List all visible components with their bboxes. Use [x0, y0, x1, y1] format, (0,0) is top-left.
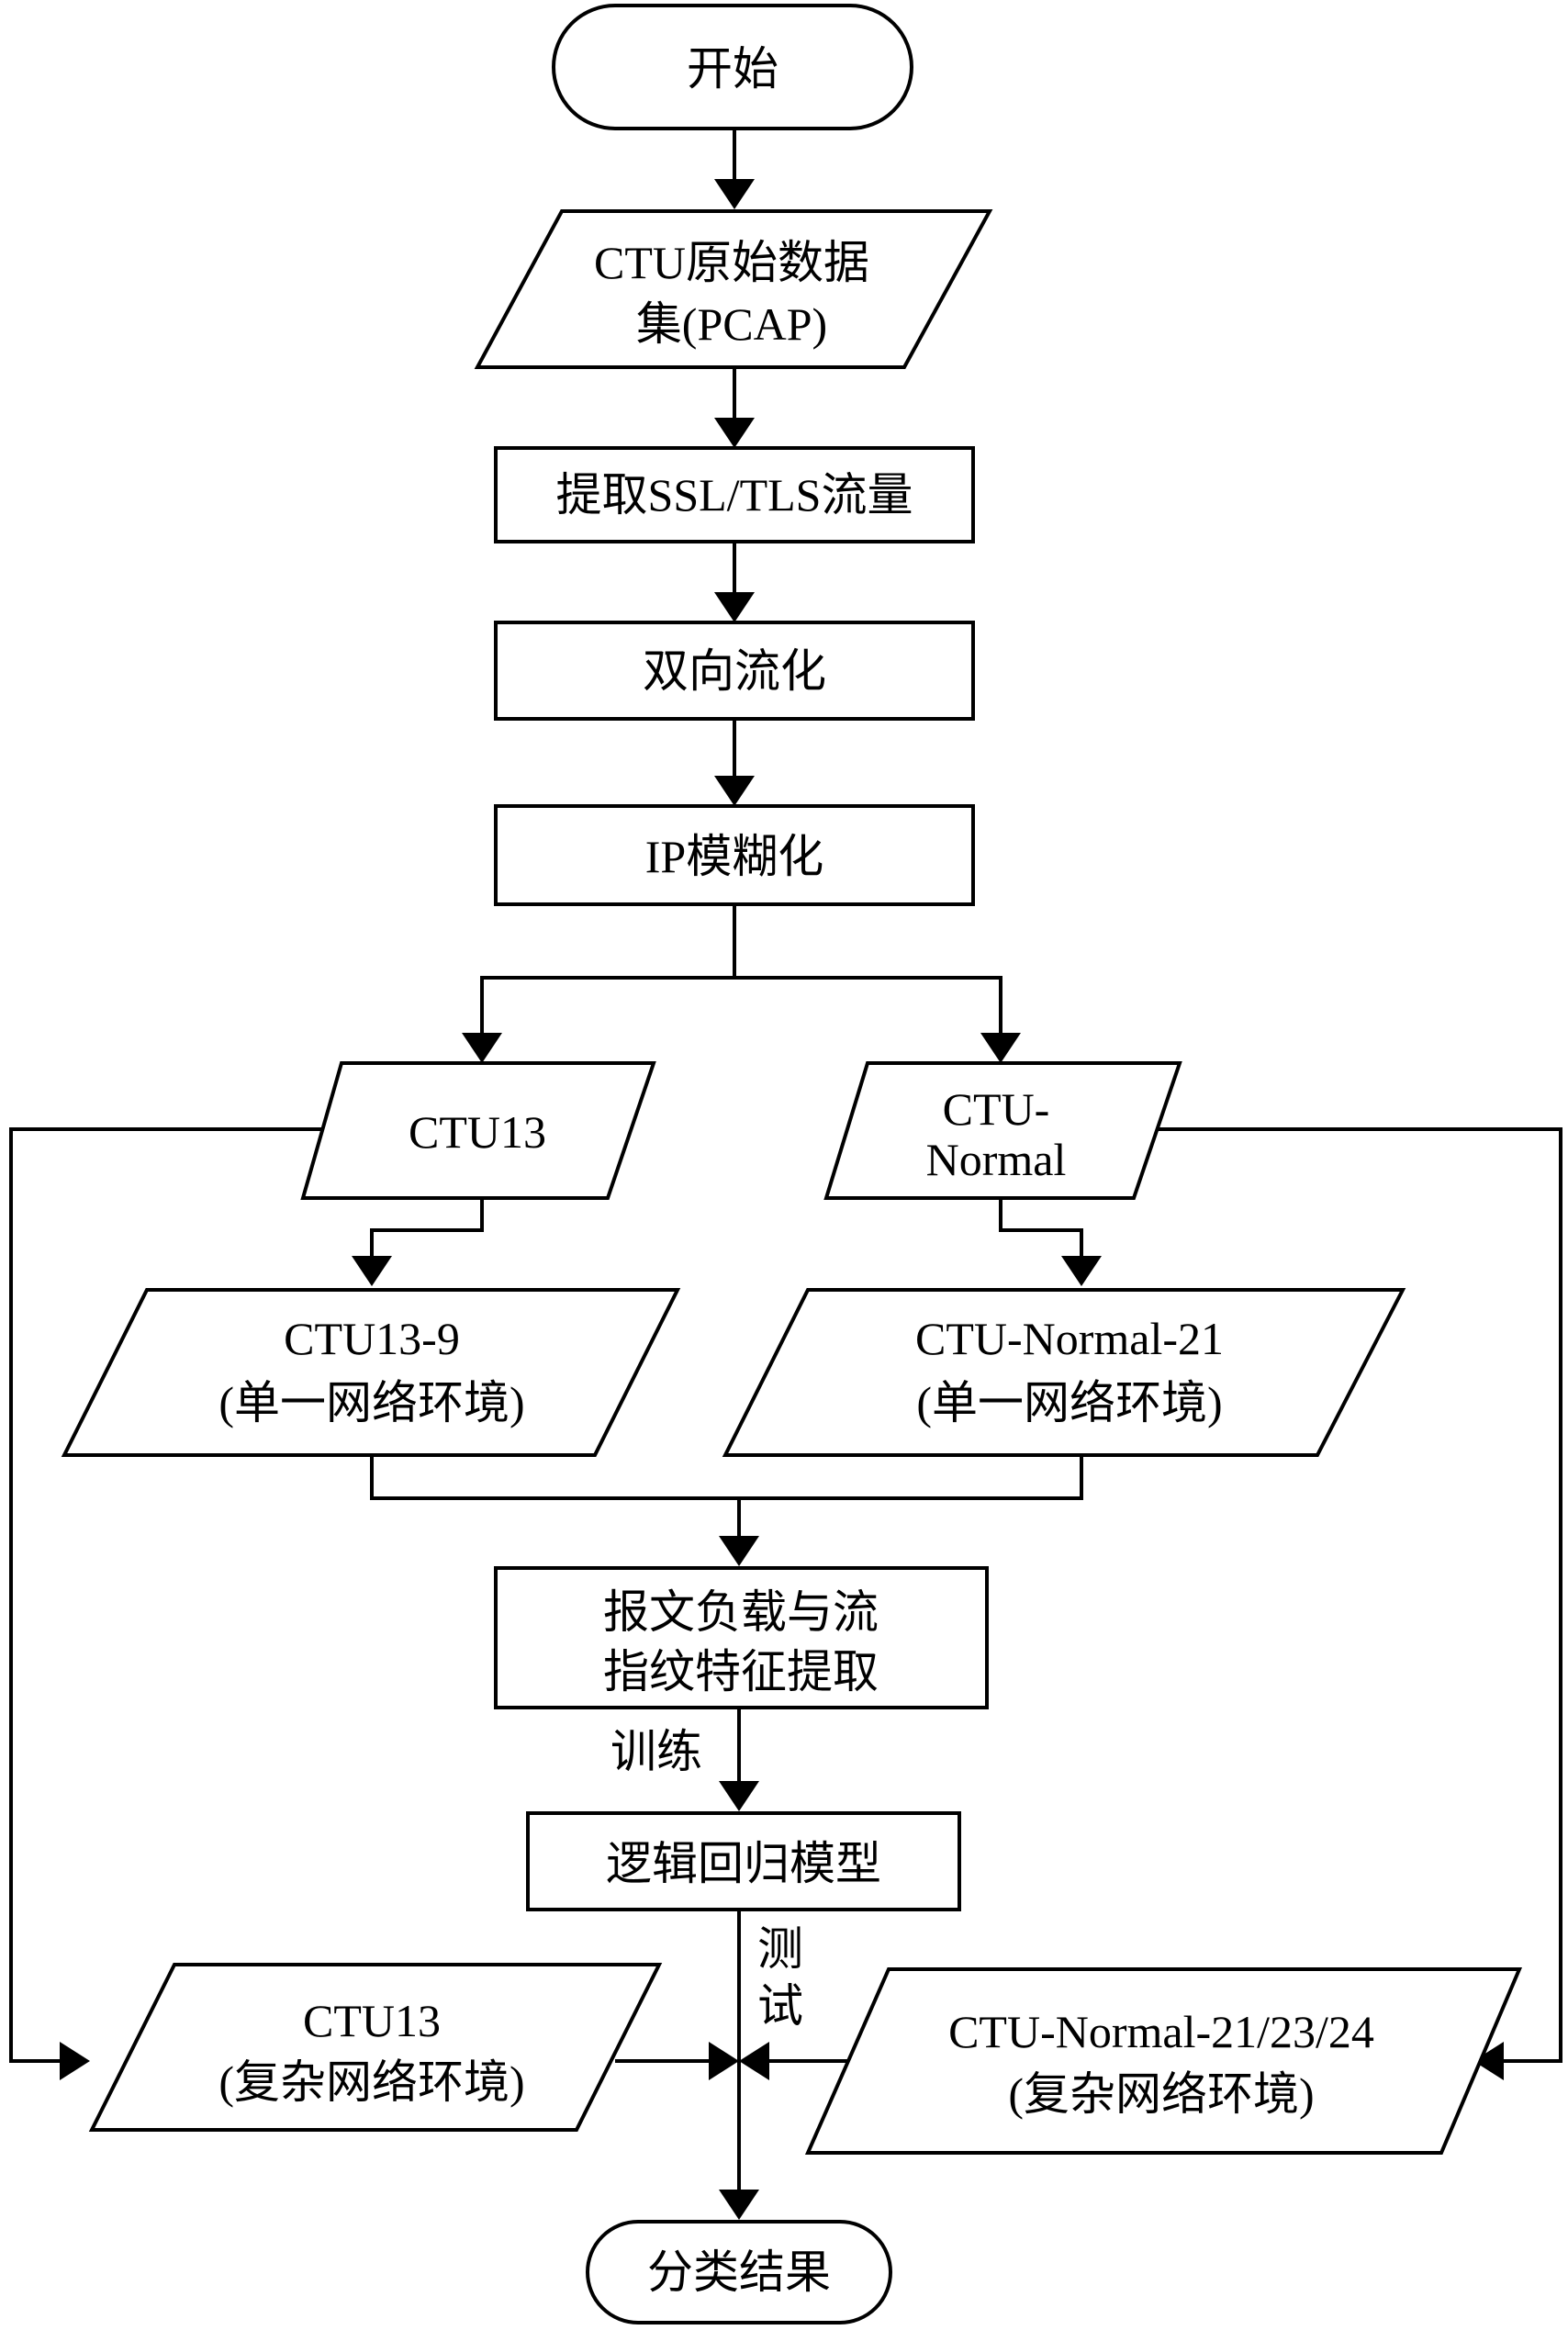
- train-label: 训练: [610, 1726, 702, 1777]
- node-ctu-normal-line-2: Normal: [926, 1134, 1067, 1185]
- node-raw-dataset-line-1: CTU原始数据: [594, 237, 869, 288]
- node-ctu13-complex: CTU13 (复杂网络环境): [88, 1963, 663, 2132]
- node-ip-blur-label: IP模糊化: [645, 831, 823, 882]
- node-ctu-normal-line-1: CTU-: [943, 1083, 1050, 1135]
- edge-label-train: 训练: [610, 1726, 702, 1777]
- node-ctu-normal-21: CTU-Normal-21 (单一网络环境): [722, 1288, 1406, 1457]
- node-ctu-normal: CTU- Normal: [823, 1061, 1182, 1200]
- node-ctu13-9-line-2: (单一网络环境): [218, 1377, 524, 1428]
- node-bidirectional-flow-label: 双向流化: [643, 645, 826, 697]
- node-result: 分类结果: [586, 2220, 892, 2324]
- node-feature-extraction-line-1: 报文负载与流: [603, 1586, 879, 1638]
- node-logistic-regression: 逻辑回归模型: [526, 1811, 961, 1911]
- test-label-char-2: 试: [757, 1980, 803, 2032]
- node-feature-extraction-line-2: 指纹特征提取: [603, 1646, 879, 1697]
- node-result-label: 分类结果: [647, 2246, 831, 2298]
- node-raw-dataset: CTU原始数据 集(PCAP): [474, 209, 993, 369]
- node-logistic-regression-label: 逻辑回归模型: [606, 1838, 881, 1889]
- node-ctu13-complex-line-1: CTU13: [303, 1995, 441, 2046]
- node-raw-dataset-line-2: 集(PCAP): [636, 298, 827, 350]
- node-ctu13-complex-line-2: (复杂网络环境): [218, 2056, 524, 2108]
- node-start-label: 开始: [687, 43, 778, 95]
- node-ctu-normal-complex: CTU-Normal-21/23/24 (复杂网络环境): [804, 1967, 1523, 2155]
- node-extract-ssl-label: 提取SSL/TLS流量: [556, 469, 913, 521]
- node-ctu13-9-line-1: CTU13-9: [284, 1313, 460, 1364]
- connectors: [9, 129, 1562, 2220]
- node-bidirectional-flow: 双向流化: [494, 621, 975, 721]
- node-ctu13-label: CTU13: [409, 1106, 546, 1158]
- node-ctu-normal-complex-line-2: (复杂网络环境): [1008, 2068, 1314, 2120]
- edge-label-test: 测 试: [757, 1923, 803, 2032]
- node-extract-ssl: 提取SSL/TLS流量: [494, 446, 975, 543]
- node-ctu-normal-21-line-2: (单一网络环境): [916, 1377, 1222, 1428]
- node-feature-extraction: 报文负载与流 指纹特征提取: [494, 1566, 989, 1709]
- node-start: 开始: [552, 4, 913, 130]
- node-ip-blur: IP模糊化: [494, 804, 975, 906]
- test-label-char-1: 测: [757, 1923, 803, 1975]
- node-ctu13: CTU13: [300, 1061, 656, 1200]
- node-ctu-normal-complex-line-1: CTU-Normal-21/23/24: [948, 2006, 1374, 2057]
- node-ctu-normal-21-line-1: CTU-Normal-21: [915, 1313, 1224, 1364]
- node-ctu13-9: CTU13-9 (单一网络环境): [61, 1288, 681, 1457]
